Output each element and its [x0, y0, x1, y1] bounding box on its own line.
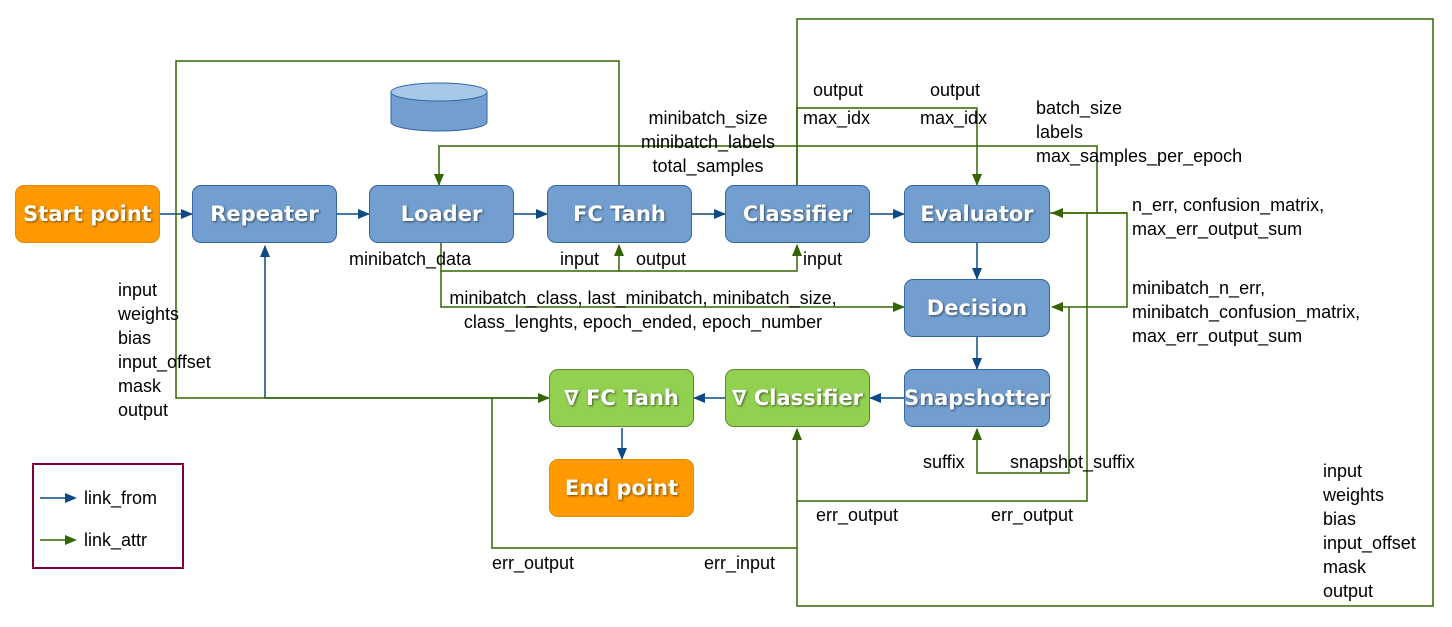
max-idx-label-2: max_idx — [920, 108, 988, 128]
err-output-label-2: err_output — [991, 505, 1074, 525]
evaluator-label: Evaluator — [920, 201, 1034, 226]
err-input-label: err_input — [704, 553, 776, 573]
loader-node[interactable]: Loader — [369, 185, 514, 243]
suffix-label: suffix — [923, 452, 965, 472]
fc-tanh-label: FC Tanh — [573, 201, 666, 226]
fc-output-label: output — [636, 249, 687, 269]
snapshotter-node[interactable]: Snapshotter — [904, 369, 1050, 427]
end-point-label: End point — [564, 475, 679, 500]
snapshotter-label: Snapshotter — [904, 385, 1050, 410]
link-snapshot-suffix — [972, 307, 1070, 474]
snapshot-suffix-label: snapshot_suffix — [1010, 452, 1135, 472]
link-fc-output-classifier — [619, 244, 802, 272]
legend-link-from: link_from — [40, 486, 157, 510]
classifier-label: Classifier — [742, 201, 853, 226]
link-decision-attrs — [440, 271, 905, 312]
loader-label: Loader — [400, 201, 483, 226]
link-err-output-gdclassifier — [792, 213, 1088, 502]
max-idx-label-1: max_idx — [803, 108, 871, 128]
gd-classifier-label: ∇ Classifier — [731, 385, 864, 410]
link-err-input-gdfctanh — [491, 398, 798, 549]
database-icon — [390, 82, 488, 132]
start-point-label: Start point — [23, 201, 152, 226]
fc-tanh-node[interactable]: FC Tanh — [547, 185, 692, 243]
link-evaluator-attrs — [797, 145, 1098, 213]
start-point-node[interactable]: Start point — [15, 185, 160, 243]
output-label-2: output — [930, 80, 981, 100]
legend: link_from link_attr — [32, 463, 184, 569]
link-evaluator-decision-attrs — [1050, 212, 1128, 312]
loader-attrs-label: minibatch_size minibatch_labels total_sa… — [640, 108, 776, 176]
classifier-node[interactable]: Classifier — [725, 185, 870, 243]
repeater-label: Repeater — [210, 201, 319, 226]
fc-params-left-label: input weights bias input_offset mask out… — [118, 280, 211, 420]
decision-inputs-label: minibatch_n_err, minibatch_confusion_mat… — [1132, 278, 1361, 346]
minibatch-data-label: minibatch_data — [349, 249, 472, 269]
legend-link-from-label: link_from — [84, 487, 158, 508]
link-minibatch-data — [440, 243, 624, 272]
output-label-1: output — [813, 80, 864, 100]
green-arrow-icon — [40, 535, 77, 545]
decision-label: Decision — [926, 295, 1028, 320]
fc-input-label: input — [560, 249, 600, 269]
fc-params-right-label: input weights bias input_offset mask out… — [1323, 461, 1416, 601]
err-output-label-1: err_output — [816, 505, 899, 525]
evaluator-outputs-label: n_err, confusion_matrix, max_err_output_… — [1132, 195, 1325, 239]
legend-link-attr: link_attr — [40, 528, 147, 552]
classifier-input-label: input — [803, 249, 843, 269]
link-fctanh-params — [175, 60, 620, 403]
evaluator-node[interactable]: Evaluator — [904, 185, 1050, 243]
err-output-label-3: err_output — [492, 553, 575, 573]
blue-arrow-icon — [40, 493, 77, 503]
gd-classifier-node[interactable]: ∇ Classifier — [725, 369, 870, 427]
legend-link-attr-label: link_attr — [84, 529, 148, 550]
decision-node[interactable]: Decision — [904, 279, 1050, 337]
decision-attrs-label: minibatch_class, last_minibatch, minibat… — [449, 288, 837, 332]
evaluator-attrs-label: batch_size labels max_samples_per_epoch — [1036, 98, 1243, 166]
link-loader-attrs — [434, 145, 797, 186]
link-outer-loop — [796, 18, 1434, 607]
gd-fc-tanh-label: ∇ FC Tanh — [564, 385, 679, 410]
gd-fc-tanh-node[interactable]: ∇ FC Tanh — [549, 369, 694, 427]
end-point-node[interactable]: End point — [549, 459, 694, 517]
repeater-node[interactable]: Repeater — [192, 185, 337, 243]
